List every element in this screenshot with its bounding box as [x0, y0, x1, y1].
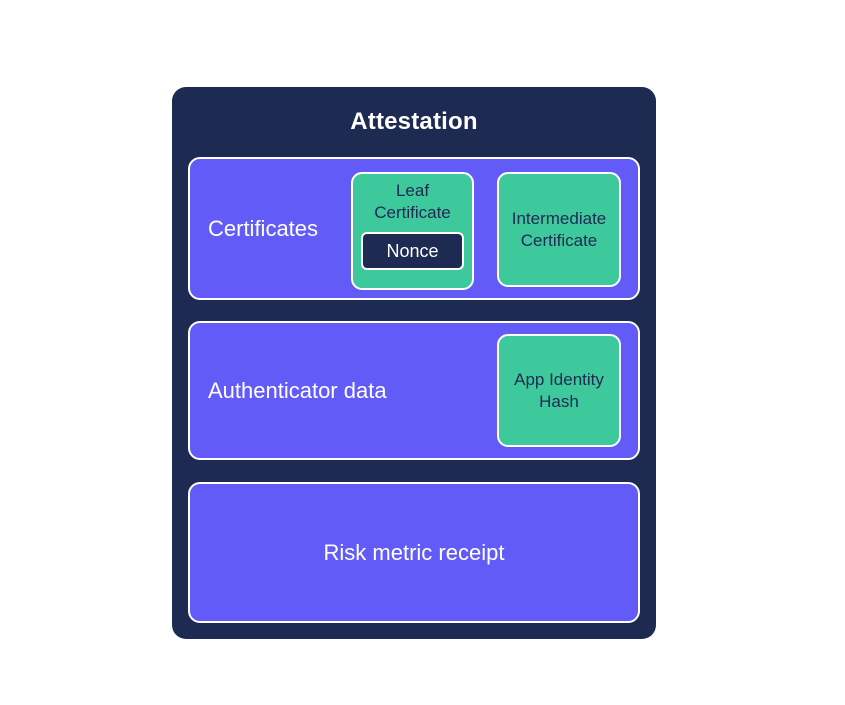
leaf-certificate-label: Leaf Certificate: [374, 181, 451, 222]
app-identity-hash-label: App Identity Hash: [514, 369, 604, 411]
risk-metric-receipt-row: Risk metric receipt: [188, 482, 640, 623]
certificates-label: Certificates: [208, 215, 319, 241]
intermediate-certificate-box: Intermediate Certificate: [497, 172, 621, 287]
attestation-container: Attestation Certificates Leaf Certificat…: [172, 87, 656, 639]
nonce-label: Nonce: [386, 241, 439, 261]
certificates-row: Certificates Leaf Certificate Nonce Inte…: [188, 157, 640, 300]
risk-metric-receipt-label: Risk metric receipt: [323, 539, 505, 565]
leaf-certificate-box: Leaf Certificate Nonce: [351, 172, 474, 290]
authenticator-data-row: Authenticator data App Identity Hash: [188, 321, 640, 460]
intermediate-certificate-label: Intermediate Certificate: [511, 208, 607, 250]
nonce-box: Nonce: [361, 232, 464, 270]
app-identity-hash-box: App Identity Hash: [497, 334, 621, 447]
attestation-title: Attestation: [350, 108, 478, 135]
authenticator-data-label: Authenticator data: [208, 377, 387, 403]
